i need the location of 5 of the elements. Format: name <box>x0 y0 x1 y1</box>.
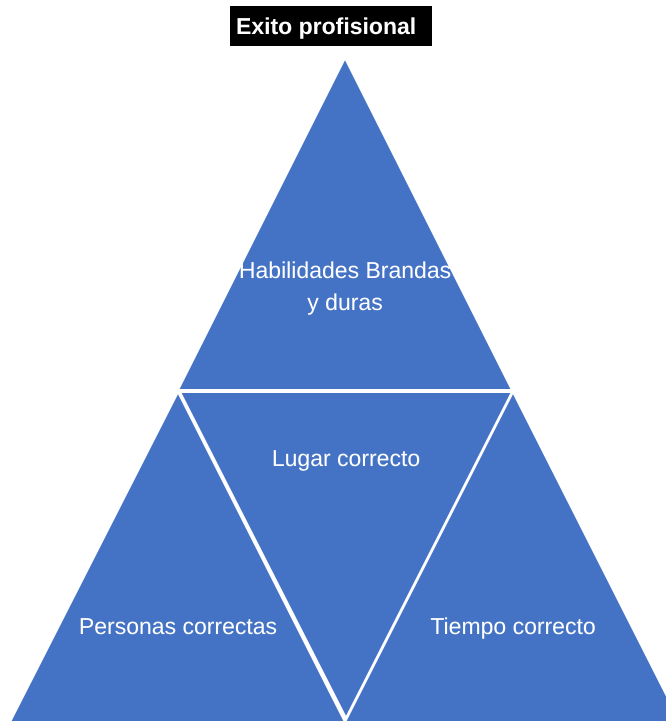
title: Exito profisional <box>230 6 432 46</box>
segment-label: Habilidades Brandas y duras <box>238 256 452 317</box>
segment-label: Tiempo correcto <box>429 612 597 641</box>
segment-label: Lugar correcto <box>270 444 422 473</box>
segment-label: Personas correctas <box>78 612 278 641</box>
